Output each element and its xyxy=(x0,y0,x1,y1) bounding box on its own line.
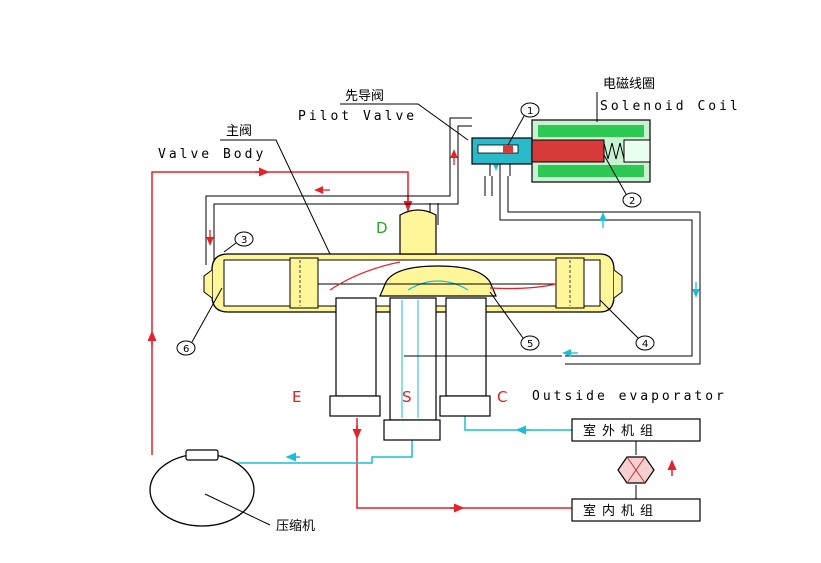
suction-arrows xyxy=(285,425,530,462)
svg-text:1: 1 xyxy=(527,106,533,117)
discharge-line xyxy=(151,171,572,509)
pilot-valve xyxy=(471,137,533,176)
compressor-label: 压缩机 xyxy=(276,518,315,534)
svg-text:6: 6 xyxy=(183,344,189,355)
callout-2: 2 xyxy=(603,154,642,208)
solenoid-coil-cn-label: 电磁线圈 xyxy=(603,77,655,92)
outdoor-unit-box: 室外机组 xyxy=(571,418,701,442)
callout-5: 5 xyxy=(489,291,540,351)
svg-text:5: 5 xyxy=(527,339,533,350)
compressor xyxy=(149,449,271,527)
port-e-label: E xyxy=(292,388,301,406)
indoor-unit-label: 室内机组 xyxy=(583,503,659,519)
callout-4: 4 xyxy=(599,299,655,351)
pilot-valve-cn-label: 先导阀 xyxy=(345,89,384,104)
indoor-unit-box: 室内机组 xyxy=(571,498,701,522)
outdoor-unit-label: 室外机组 xyxy=(583,423,659,439)
svg-text:4: 4 xyxy=(642,339,648,350)
callout-3: 3 xyxy=(223,231,254,253)
pilot-valve-leader xyxy=(340,103,469,141)
valve-body-en-label: Valve Body xyxy=(158,147,266,162)
valve-body-cn-label: 主阀 xyxy=(226,124,252,139)
port-d-label: D xyxy=(376,219,388,237)
capillary-tubes xyxy=(205,117,701,365)
pilot-valve-en-label: Pilot Valve xyxy=(298,109,417,124)
callout-1: 1 xyxy=(507,102,540,146)
solenoid-coil xyxy=(531,119,651,183)
outside-evaporator-label: Outside evaporator xyxy=(532,389,727,404)
discharge-arrows xyxy=(147,167,465,513)
port-tubes xyxy=(329,297,491,441)
svg-text:3: 3 xyxy=(241,235,247,246)
port-s-label: S xyxy=(402,388,412,406)
expansion-valve xyxy=(617,456,655,484)
valve-body-leader xyxy=(220,139,331,255)
port-c-label: C xyxy=(497,388,507,406)
svg-text:2: 2 xyxy=(629,196,635,207)
valve-body xyxy=(203,209,623,313)
solenoid-coil-en-label: Solenoid Coil xyxy=(600,99,741,114)
callout-6: 6 xyxy=(176,287,223,356)
